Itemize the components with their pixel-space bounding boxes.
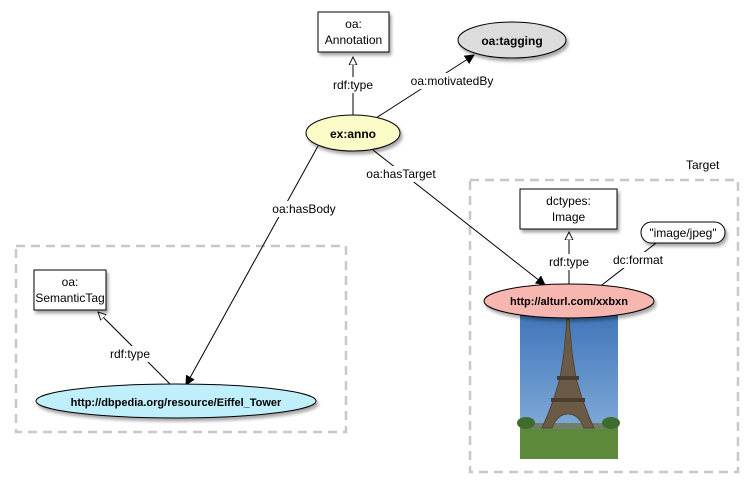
node-target: http://alturl.com/xxbxn	[483, 283, 655, 319]
svg-text:dctypes:: dctypes:	[546, 194, 591, 208]
svg-text:SemanticTag: SemanticTag	[35, 291, 104, 305]
node-semantic-tag-class: oa: SemanticTag	[33, 269, 107, 311]
svg-text:"image/jpeg": "image/jpeg"	[649, 226, 716, 240]
svg-text:http://dbpedia.org/resource/Ei: http://dbpedia.org/resource/Eiffel_Tower	[71, 397, 282, 409]
target-group-box	[468, 178, 740, 474]
target-group-label: Target	[686, 158, 720, 172]
node-annotation-class: oa: Annotation	[317, 11, 390, 53]
svg-text:Annotation: Annotation	[325, 33, 382, 47]
node-dbpedia: http://dbpedia.org/resource/Eiffel_Tower	[35, 383, 317, 419]
node-anno: ex:anno	[305, 114, 401, 152]
node-image-class: dctypes: Image	[519, 188, 618, 230]
label-has-target: oa:hasTarget	[366, 167, 436, 181]
body-group-box	[14, 244, 348, 434]
svg-text:http://alturl.com/xxbxn: http://alturl.com/xxbxn	[510, 296, 628, 308]
edge-has-body	[185, 145, 319, 386]
svg-text:oa:: oa:	[62, 275, 79, 289]
svg-text:oa:tagging: oa:tagging	[481, 34, 542, 48]
label-format: dc:format	[613, 253, 664, 267]
svg-text:Image: Image	[552, 210, 586, 224]
svg-text:oa:: oa:	[345, 17, 362, 31]
label-motivated-by: oa:motivatedBy	[411, 74, 494, 88]
node-jpeg-literal: "image/jpeg"	[640, 221, 726, 244]
label-target-type: rdf:type	[549, 255, 589, 269]
node-tagging: oa:tagging	[457, 21, 567, 59]
eiffel-tower-photo	[517, 308, 620, 459]
label-anno-type: rdf:type	[333, 78, 373, 92]
label-body-type: rdf:type	[110, 347, 150, 361]
svg-text:ex:anno: ex:anno	[330, 127, 376, 141]
label-has-body: oa:hasBody	[272, 202, 335, 216]
